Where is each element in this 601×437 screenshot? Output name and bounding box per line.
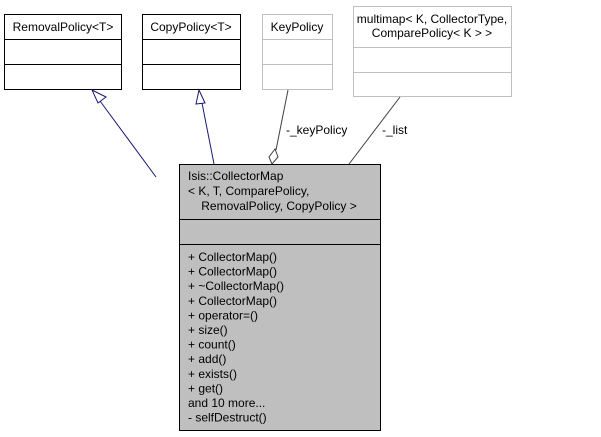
class-method: - selfDestruct() [188, 411, 267, 425]
class-method: + operator=() [188, 308, 258, 322]
class-name: CopyPolicy<T> [150, 20, 231, 34]
class-method: + CollectorMap() [188, 250, 277, 264]
inheritance-edge-copy [195, 88, 215, 165]
association-edge-keypolicy: -_keyPolicy [268, 89, 347, 165]
hollow-arrow-icon [90, 88, 107, 104]
class-method: + add() [188, 352, 226, 366]
class-name: KeyPolicy [271, 20, 324, 34]
class-name-line1: multimap< K, CollectorType, [357, 12, 507, 26]
class-name-line3: RemovalPolicy, CopyPolicy > [201, 199, 357, 213]
inheritance-edge-removal [90, 88, 157, 178]
class-name-line2: < K, T, ComparePolicy, [188, 184, 309, 198]
diamond-icon [268, 147, 279, 165]
edge-label-keypolicy: -_keyPolicy [286, 123, 347, 137]
class-removal-policy[interactable]: RemovalPolicy<T> [4, 14, 122, 90]
class-method: + ~CollectorMap() [188, 279, 284, 293]
edge-label-list: -_list [382, 123, 408, 137]
class-name: RemovalPolicy<T> [13, 20, 114, 34]
class-name-line2: ComparePolicy< K > > [372, 26, 492, 40]
class-multimap[interactable]: multimap< K, CollectorType, ComparePolic… [353, 6, 512, 97]
class-collector-map[interactable]: Isis::CollectorMap < K, T, ComparePolicy… [179, 164, 381, 431]
class-name-line1: Isis::CollectorMap [188, 169, 284, 183]
class-key-policy[interactable]: KeyPolicy [262, 14, 333, 90]
class-method: + CollectorMap() [188, 294, 277, 308]
class-method: + size() [188, 323, 228, 337]
class-method: and 10 more... [188, 396, 265, 410]
class-copy-policy[interactable]: CopyPolicy<T> [142, 14, 241, 90]
class-method: + get() [188, 381, 223, 395]
class-method: + exists() [188, 367, 237, 381]
class-method: + count() [188, 338, 236, 352]
class-method: + CollectorMap() [188, 265, 277, 279]
hollow-arrow-icon [195, 88, 206, 105]
